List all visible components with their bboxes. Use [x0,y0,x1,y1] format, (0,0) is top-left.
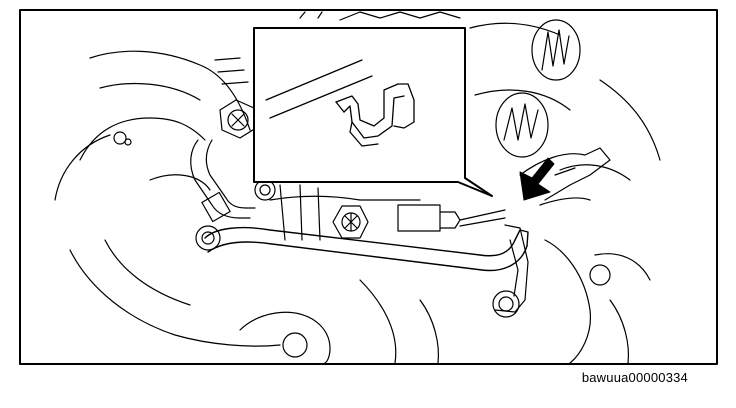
bolt-upper-left [219,99,257,139]
belt-segment-top [531,19,581,81]
bracket [494,224,529,313]
engine-housing [54,11,661,364]
pointer-arrow-icon [519,157,555,201]
figure-frame [19,9,718,365]
inset-detail-box [253,27,493,197]
inset-surface-line-2 [269,75,373,119]
hose-pipe [190,139,256,223]
hose-clamp [201,191,231,223]
metal-pipe [204,226,529,272]
belt-segment-middle [495,92,549,158]
engine-lower-edge [269,195,421,201]
engine-ridge [279,184,321,241]
figure-caption: bawuua00000334 [581,370,688,385]
fitting-right [519,147,611,206]
inset-surface-line-1 [265,59,363,101]
bolt-center [332,205,369,239]
inset-clip [335,83,415,147]
bolt-lower-left [195,225,221,251]
connector [397,204,506,232]
bolt-lower-right [492,290,520,318]
